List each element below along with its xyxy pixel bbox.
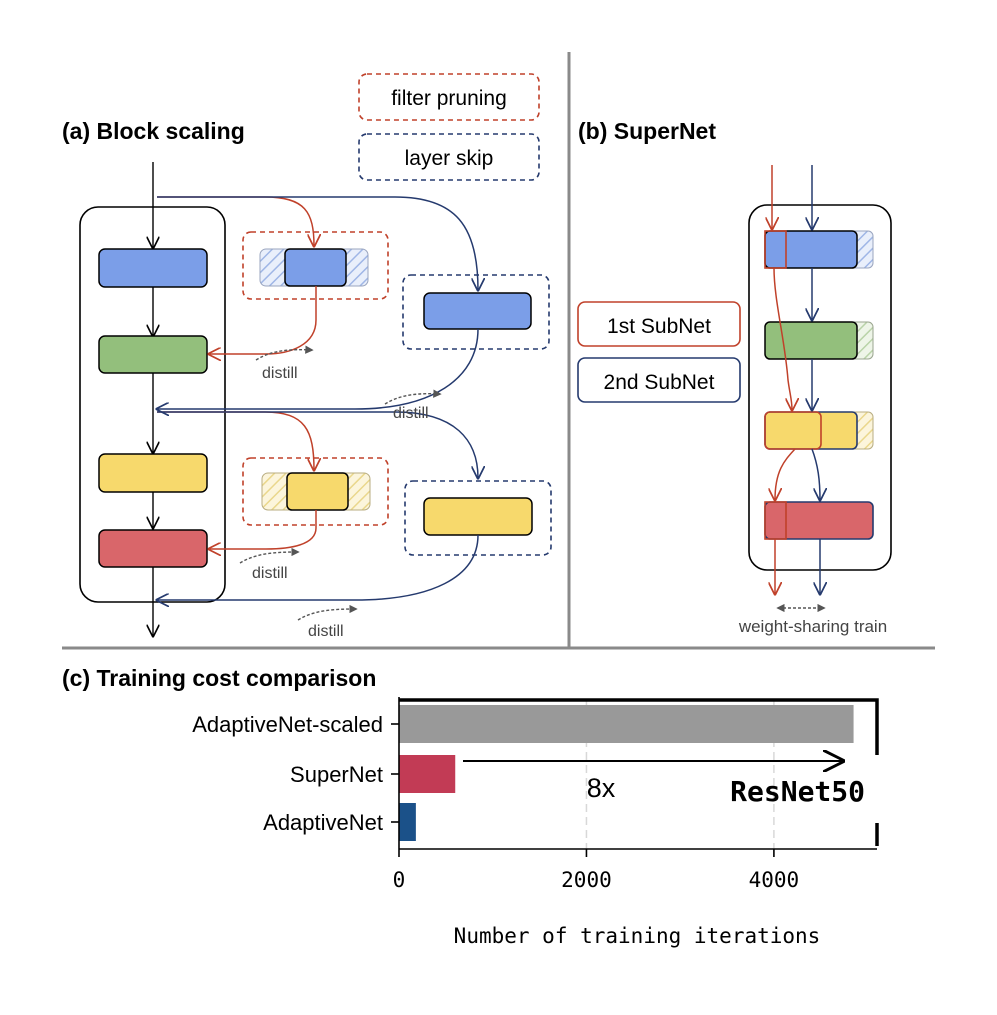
block-blue: [98, 248, 208, 288]
chart-grid: [585, 700, 775, 849]
distill-arrow: [255, 345, 314, 361]
distill-label: distill: [252, 565, 288, 582]
block-green: [98, 335, 208, 374]
skip-group-2: [404, 480, 552, 556]
subnet-1-label-box: [577, 301, 741, 347]
legend-filter-pruning-box: [358, 73, 540, 121]
x-tick-label: 4000: [749, 868, 800, 892]
distill-arrow: [239, 547, 300, 564]
subnet-1-slice: [764, 230, 787, 269]
distill-arrow: [297, 604, 358, 621]
subnet-2-path: [811, 448, 820, 500]
skip-arrow-out-2: [157, 534, 479, 600]
legend-layer-skip-label: layer skip: [405, 147, 494, 170]
pruned-block-blue: [284, 248, 347, 287]
pruning-arrow-in-1: [157, 196, 314, 246]
bar-adaptivenet: [399, 803, 416, 841]
legend-layer-skip-box: [358, 133, 540, 181]
category-label: AdaptiveNet-scaled: [192, 712, 383, 737]
chart-bars: [399, 705, 854, 841]
weight-sharing-label: weight-sharing train: [738, 617, 887, 636]
chart-x-label: Number of training iterations: [454, 924, 821, 948]
skip-block-yellow: [423, 497, 533, 536]
supernet-block-green: [764, 321, 858, 360]
panel-b-title: (b) SuperNet: [578, 118, 716, 144]
panel-a-title: (a) Block scaling: [62, 118, 245, 144]
subnet-1-label: 1st SubNet: [607, 315, 711, 338]
subnet-1-path: [773, 267, 792, 410]
block-red: [98, 529, 208, 568]
supernet-block-yellow: [764, 411, 858, 450]
skip-arrow-in-2: [157, 411, 478, 478]
pruning-arrow-out-2: [209, 510, 317, 549]
distill-arrow: [384, 389, 442, 405]
speedup-label: 8x: [587, 773, 616, 803]
panel-c: (c) Training cost comparison 0 2000 4000 A…: [62, 665, 879, 948]
subnet-1-path: [775, 448, 796, 500]
supernet-block-blue: [764, 230, 858, 269]
bar-adaptivenet-scaled: [399, 705, 854, 743]
category-label: AdaptiveNet: [263, 810, 383, 835]
distill-label: distill: [262, 365, 298, 382]
subnet-2-label-box: [577, 357, 741, 403]
pruned-block-yellow: [286, 472, 349, 511]
model-label: ResNet50: [730, 775, 865, 808]
panel-c-title: (c) Training cost comparison: [62, 665, 376, 691]
chart-ticks: 0 2000 4000: [393, 849, 800, 892]
x-tick-label: 2000: [561, 868, 612, 892]
distill-label: distill: [393, 405, 429, 422]
skip-group-1: [402, 274, 550, 350]
panel-a: (a) Block scaling filter pruning layer s…: [62, 73, 552, 640]
block-yellow: [98, 453, 208, 493]
panel-b: (b) SuperNet 1st SubNet 2nd SubNet weig: [577, 118, 892, 636]
skip-arrow-in-1: [157, 196, 478, 290]
distill-label: distill: [308, 623, 344, 640]
bar-supernet: [399, 755, 456, 793]
pruning-group-1: [242, 231, 389, 300]
skip-block-blue: [423, 292, 532, 330]
subnet-2-label: 2nd SubNet: [604, 371, 715, 394]
legend-filter-pruning-label: filter pruning: [391, 87, 507, 110]
supernet-block-red: [764, 501, 874, 540]
subnet-1-slice: [764, 411, 822, 450]
resnet50-bracket: [399, 698, 879, 846]
x-tick-label: 0: [393, 868, 406, 892]
category-label: SuperNet: [290, 762, 383, 787]
